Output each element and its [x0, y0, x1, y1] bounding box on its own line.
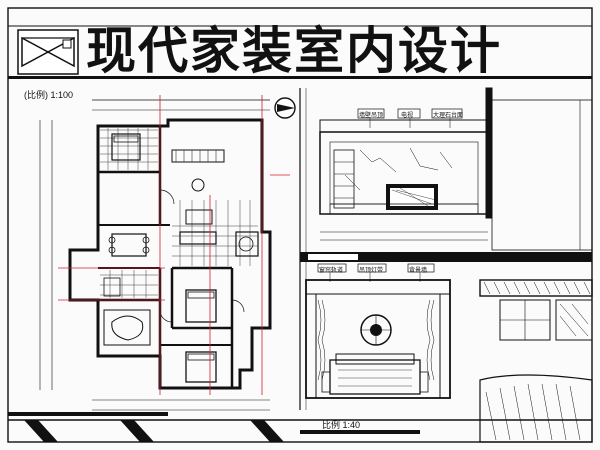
logo-emblem-icon [17, 29, 79, 75]
floor-plan [39, 97, 296, 411]
plan-scale-label: (比例) 1:100 [24, 90, 74, 100]
detail-sections [479, 99, 593, 443]
elevation-bottom-labels [317, 263, 435, 273]
elevation-top-labels [357, 108, 463, 119]
red-guide-lines [58, 95, 290, 395]
elevation-bottom-label-3: 背景墙 [409, 268, 428, 274]
elevation-top-label-2: 电视 [401, 113, 414, 119]
elevation-bottom-label-2: 吊顶灯带 [359, 268, 384, 274]
elevation-bottom [305, 270, 451, 399]
elevation-top-label-3: 大理石台面 [433, 113, 464, 119]
elevation-top-label-1: 墙壁吊顶 [359, 113, 384, 119]
elevation-scale-label: 比例 1:40 [322, 420, 361, 430]
bottom-band [8, 412, 592, 442]
elevation-bottom-label-1: 窗帘轨道 [319, 268, 344, 274]
page-title: 现代家装室内设计 [86, 22, 502, 80]
elevation-top [319, 87, 493, 219]
